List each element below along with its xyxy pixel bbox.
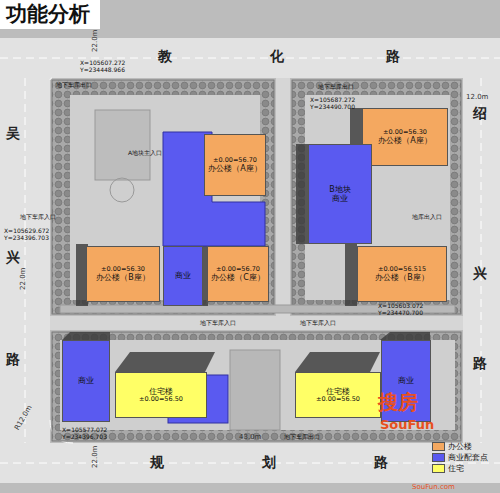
legend-item: 住宅 [432, 463, 488, 474]
garage-exit: 地下车库出口 [318, 84, 354, 90]
coordinate: X=105607.272 [80, 60, 125, 66]
road [50, 316, 463, 330]
main-entrance: A地块主入口 [128, 150, 162, 156]
building-name: 住宅楼 [149, 387, 173, 396]
legend-swatch [432, 442, 445, 451]
elevation-label: ±0.00=56.50 [139, 396, 183, 403]
road-name: 划 [262, 455, 276, 469]
garage-entry: 地下车库入口 [200, 320, 236, 326]
garage-entry: 地下车库入口 [20, 214, 56, 220]
coordinate: Y=234490.700 [310, 104, 355, 110]
legend-swatch [432, 453, 445, 462]
coordinate: Y=234448.966 [80, 67, 125, 73]
road-name: 绍 [473, 106, 487, 120]
commercial-block: 商业 [62, 340, 110, 422]
fountain [110, 178, 134, 202]
garage-entry: 地下车库入口 [300, 320, 336, 326]
paving [60, 305, 455, 430]
garden [95, 110, 150, 180]
coordinate: X=105603.072 [378, 303, 423, 309]
garage-access: 地库出入口 [412, 214, 442, 220]
building-name: 商业 [78, 376, 94, 385]
lot [292, 80, 461, 314]
office-building: ±0.00=56.70办公楼（A座） [204, 134, 266, 196]
road [276, 78, 290, 316]
coordinate: X=105687.272 [310, 97, 355, 103]
legend-item: 商业配套点 [432, 452, 488, 463]
road-width: 12.0m [466, 94, 488, 101]
building-name: 办公楼（C座） [211, 273, 265, 282]
road-name: 兴 [473, 266, 487, 280]
building-name: 商业 [175, 271, 191, 280]
building-name: 商业 [332, 194, 348, 203]
plaza [60, 340, 455, 430]
commercial-podium [163, 132, 265, 246]
building-name: 商业 [398, 376, 414, 385]
office-building: ±0.00=56.70办公楼（C座） [207, 246, 269, 302]
building-name: B地块 [329, 185, 351, 194]
road-name: 教 [158, 49, 172, 63]
coordinate: Y=234396.703 [62, 434, 107, 440]
watermark: SouFun.com [412, 484, 455, 491]
office-building: ±0.00=56.515办公楼（B座） [357, 246, 447, 302]
legend-text: 办公楼 [448, 441, 472, 452]
road-name: 化 [270, 49, 284, 63]
road-name: 路 [6, 352, 20, 366]
lot [52, 332, 461, 441]
road-name: 规 [150, 455, 164, 469]
title: 功能分析 [0, 0, 100, 29]
legend-swatch [432, 464, 445, 473]
office-building: ±0.00=56.30办公楼（A座） [362, 108, 448, 166]
watermark: 搜房 [378, 392, 418, 412]
legend-item: 办公楼 [432, 441, 488, 452]
road [463, 38, 500, 483]
coordinate: Y=234396.703 [4, 235, 49, 241]
building-name: 住宅楼 [326, 387, 350, 396]
dimension: 43.0m [239, 434, 261, 441]
road-name: 路 [374, 455, 388, 469]
coordinate: Y=234470.700 [378, 310, 423, 316]
building-name: 办公楼（B座） [375, 273, 429, 282]
elevation-label: ±0.00=56.30 [383, 129, 427, 136]
garage-exit: 地下车库出口 [284, 434, 320, 440]
office-building: ±0.00=56.30办公楼（B座） [86, 246, 160, 302]
legend: 办公楼商业配套点住宅 [432, 441, 488, 474]
garage-exit: 地下车库出口 [56, 82, 92, 88]
road-width: 22.0m [20, 268, 27, 290]
residential-building: 住宅楼±0.00=56.50 [295, 372, 381, 418]
legend-text: 商业配套点 [448, 452, 488, 463]
road [0, 38, 500, 78]
road-width: 22.0m [92, 30, 99, 52]
elevation-label: ±0.00=56.515 [378, 266, 426, 273]
legend-text: 住宅 [448, 463, 464, 474]
road [0, 443, 500, 483]
elevation-label: ±0.00=56.70 [216, 266, 260, 273]
road-width: 22.0m [92, 446, 99, 468]
elevation-label: ±0.00=56.50 [316, 396, 360, 403]
coordinate: X=105629.672 [4, 228, 49, 234]
road-name: 吴 [6, 126, 20, 140]
watermark: SouFun [380, 418, 434, 431]
road-lines [0, 58, 500, 463]
elevation-label: ±0.00=56.70 [213, 157, 257, 164]
commercial-block: 商业 [163, 246, 203, 306]
commercial-block: B地块商业 [308, 144, 372, 244]
elevation-label: ±0.00=56.30 [101, 266, 145, 273]
road-name: 路 [473, 356, 487, 370]
residential-building: 住宅楼±0.00=56.50 [115, 372, 207, 418]
road-name: 路 [386, 49, 400, 63]
building-name: 办公楼（A座） [208, 164, 261, 173]
lot [52, 80, 274, 314]
building-name: 办公楼（A座） [378, 136, 431, 145]
building-name: 办公楼（B座） [96, 273, 150, 282]
road-name: 兴 [6, 250, 20, 264]
coordinate: X=105577.072 [62, 427, 107, 433]
road [0, 38, 50, 483]
